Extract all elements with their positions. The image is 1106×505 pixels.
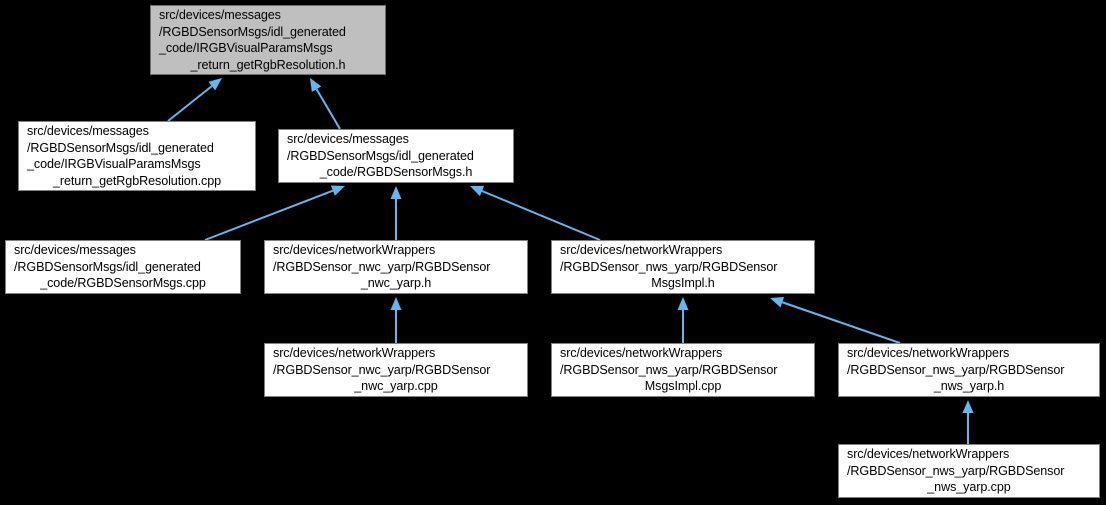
graph-node-nws_h[interactable]: src/devices/networkWrappers/RGBDSensor_n… xyxy=(838,343,1100,397)
edge-nwc_cpp-to-nwc_h xyxy=(390,297,402,343)
arrow-head-icon xyxy=(310,78,322,92)
node-label-line: _code/RGBDSensorMsgs.h xyxy=(319,165,473,180)
node-label-line: _nws_yarp.h xyxy=(933,379,1005,394)
node-label-line: src/devices/messages xyxy=(14,243,136,258)
node-label-line: src/devices/networkWrappers xyxy=(560,243,723,258)
graph-node-msgs_cpp[interactable]: src/devices/messages/RGBDSensorMsgs/idl_… xyxy=(5,240,241,294)
arrow-head-icon xyxy=(770,297,785,308)
node-label-line: _nws_yarp.cpp xyxy=(927,480,1011,495)
arrow-head-icon xyxy=(208,78,222,91)
edge-msgsimpl_h-to-msgs_h xyxy=(470,185,601,241)
arrow-head-icon xyxy=(330,185,345,196)
edge-line xyxy=(315,88,341,130)
edge-line xyxy=(204,189,334,241)
edge-nws_h-to-msgsimpl_h xyxy=(770,297,901,344)
node-label-line: /RGBDSensorMsgs/idl_generated xyxy=(27,140,214,155)
graph-node-nws_cpp[interactable]: src/devices/networkWrappers/RGBDSensor_n… xyxy=(838,444,1100,498)
node-label-line: _code/IRGBVisualParamsMsgs xyxy=(159,41,333,55)
edge-msgs_cpp-to-msgs_h xyxy=(204,185,345,241)
graph-node-msgsimpl_h[interactable]: src/devices/networkWrappers/RGBDSensor_n… xyxy=(551,240,815,294)
node-label-line: src/devices/messages xyxy=(287,132,409,147)
node-label-line: src/devices/networkWrappers xyxy=(847,346,1010,361)
node-label-line: /RGBDSensor_nws_yarp/RGBDSensor xyxy=(847,463,1065,478)
arrow-head-icon xyxy=(677,297,689,310)
node-label-line: src/devices/messages xyxy=(159,8,281,22)
graph-node-nwc_cpp[interactable]: src/devices/networkWrappers/RGBDSensor_n… xyxy=(264,343,528,397)
arrow-head-icon xyxy=(470,185,485,197)
node-label-line: MsgsImpl.h xyxy=(651,276,715,291)
node-label-line: src/devices/networkWrappers xyxy=(273,346,436,361)
node-label-line: MsgsImpl.cpp xyxy=(644,379,722,394)
arrow-head-icon xyxy=(390,297,402,310)
node-label-line: src/devices/networkWrappers xyxy=(273,243,436,258)
node-label-line: _nwc_yarp.h xyxy=(360,276,432,291)
arrow-head-icon xyxy=(962,400,974,413)
graph-node-msgs_h[interactable]: src/devices/messages/RGBDSensorMsgs/idl_… xyxy=(278,129,514,183)
graph-node-irgb_h[interactable]: src/devices/messages/RGBDSensorMsgs/idl_… xyxy=(150,5,386,75)
node-label-line: /RGBDSensor_nws_yarp/RGBDSensor xyxy=(847,362,1065,377)
edge-line xyxy=(481,190,601,241)
edge-msgsimpl_cpp-to-msgsimpl_h xyxy=(677,297,689,343)
edge-line xyxy=(781,301,901,344)
edge-line xyxy=(167,85,213,122)
node-label-line: src/devices/networkWrappers xyxy=(560,346,723,361)
edge-nws_cpp-to-nws_h xyxy=(962,400,974,444)
edge-nwc_h-to-msgs_h xyxy=(390,186,402,240)
node-label-line: /RGBDSensor_nws_yarp/RGBDSensor xyxy=(560,259,778,274)
node-label-line: _return_getRgbResolution.h xyxy=(190,57,346,72)
arrow-head-icon xyxy=(390,186,402,199)
edge-msgs_h-to-irgb_h xyxy=(310,78,341,130)
node-label-line: /RGBDSensorMsgs/idl_generated xyxy=(14,259,201,274)
node-label-line: /RGBDSensor_nws_yarp/RGBDSensor xyxy=(560,362,778,377)
node-label-line: src/devices/messages xyxy=(27,124,149,138)
node-label-line: src/devices/networkWrappers xyxy=(847,447,1010,462)
node-label-line: /RGBDSensor_nwc_yarp/RGBDSensor xyxy=(273,362,491,377)
node-label-line: /RGBDSensorMsgs/idl_generated xyxy=(159,24,346,39)
graph-node-nwc_h[interactable]: src/devices/networkWrappers/RGBDSensor_n… xyxy=(264,240,528,294)
node-label-line: /RGBDSensorMsgs/idl_generated xyxy=(287,148,474,163)
node-label-line: _nwc_yarp.cpp xyxy=(354,379,438,394)
edge-irgb_cpp-to-irgb_h xyxy=(167,78,222,122)
node-label-line: _code/IRGBVisualParamsMsgs xyxy=(27,157,201,171)
graph-node-msgsimpl_cpp[interactable]: src/devices/networkWrappers/RGBDSensor_n… xyxy=(551,343,815,397)
node-label-line: _code/RGBDSensorMsgs.cpp xyxy=(40,276,206,291)
graph-node-irgb_cpp[interactable]: src/devices/messages/RGBDSensorMsgs/idl_… xyxy=(18,121,256,191)
node-label-line: _return_getRgbResolution.cpp xyxy=(52,173,222,188)
node-label-line: /RGBDSensor_nwc_yarp/RGBDSensor xyxy=(273,259,491,274)
